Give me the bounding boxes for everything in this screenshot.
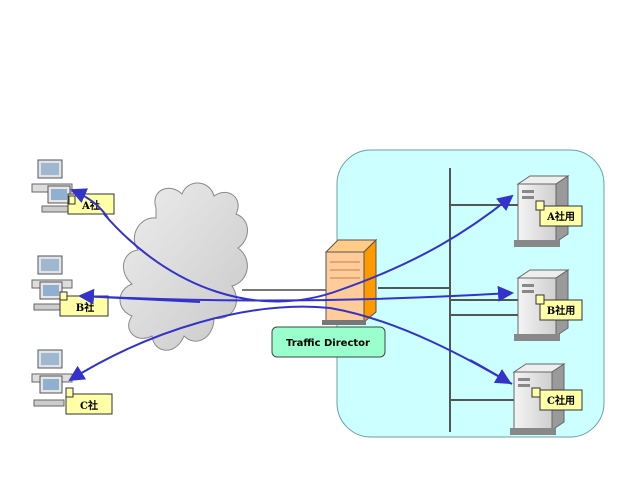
- flow-c-path: [68, 305, 513, 385]
- traffic-director-appliance: [322, 238, 378, 325]
- internet-cloud: [119, 182, 248, 351]
- flow-b-to-client: [78, 288, 201, 305]
- server-c: C社用: [510, 363, 583, 435]
- traffic-director-label-box: Traffic Director: [271, 326, 386, 358]
- client-b-computer-icon: [31, 255, 73, 311]
- client-b-label: B社: [76, 301, 94, 314]
- server-a: A社用: [514, 175, 583, 247]
- client-c-computer-icon: [31, 349, 73, 407]
- client-c-label: C社: [80, 399, 98, 412]
- flow-c-to-server: [469, 359, 512, 385]
- flow-a-to-client: [70, 188, 109, 219]
- server-a-label: A社用: [546, 210, 575, 223]
- internal-network-bus: [378, 168, 522, 432]
- client-a-computer-icon: [31, 159, 73, 213]
- client-b: B社: [31, 255, 109, 317]
- server-b-label: B社用: [547, 304, 575, 317]
- traffic-director-label: Traffic Director: [286, 338, 370, 349]
- server-c-label: C社用: [547, 394, 575, 407]
- client-c: C社: [31, 349, 113, 415]
- server-b: B社用: [514, 269, 583, 341]
- client-a: A社: [31, 159, 115, 215]
- flow-a-to-server: [103, 194, 514, 303]
- traffic-arrows: [68, 188, 514, 385]
